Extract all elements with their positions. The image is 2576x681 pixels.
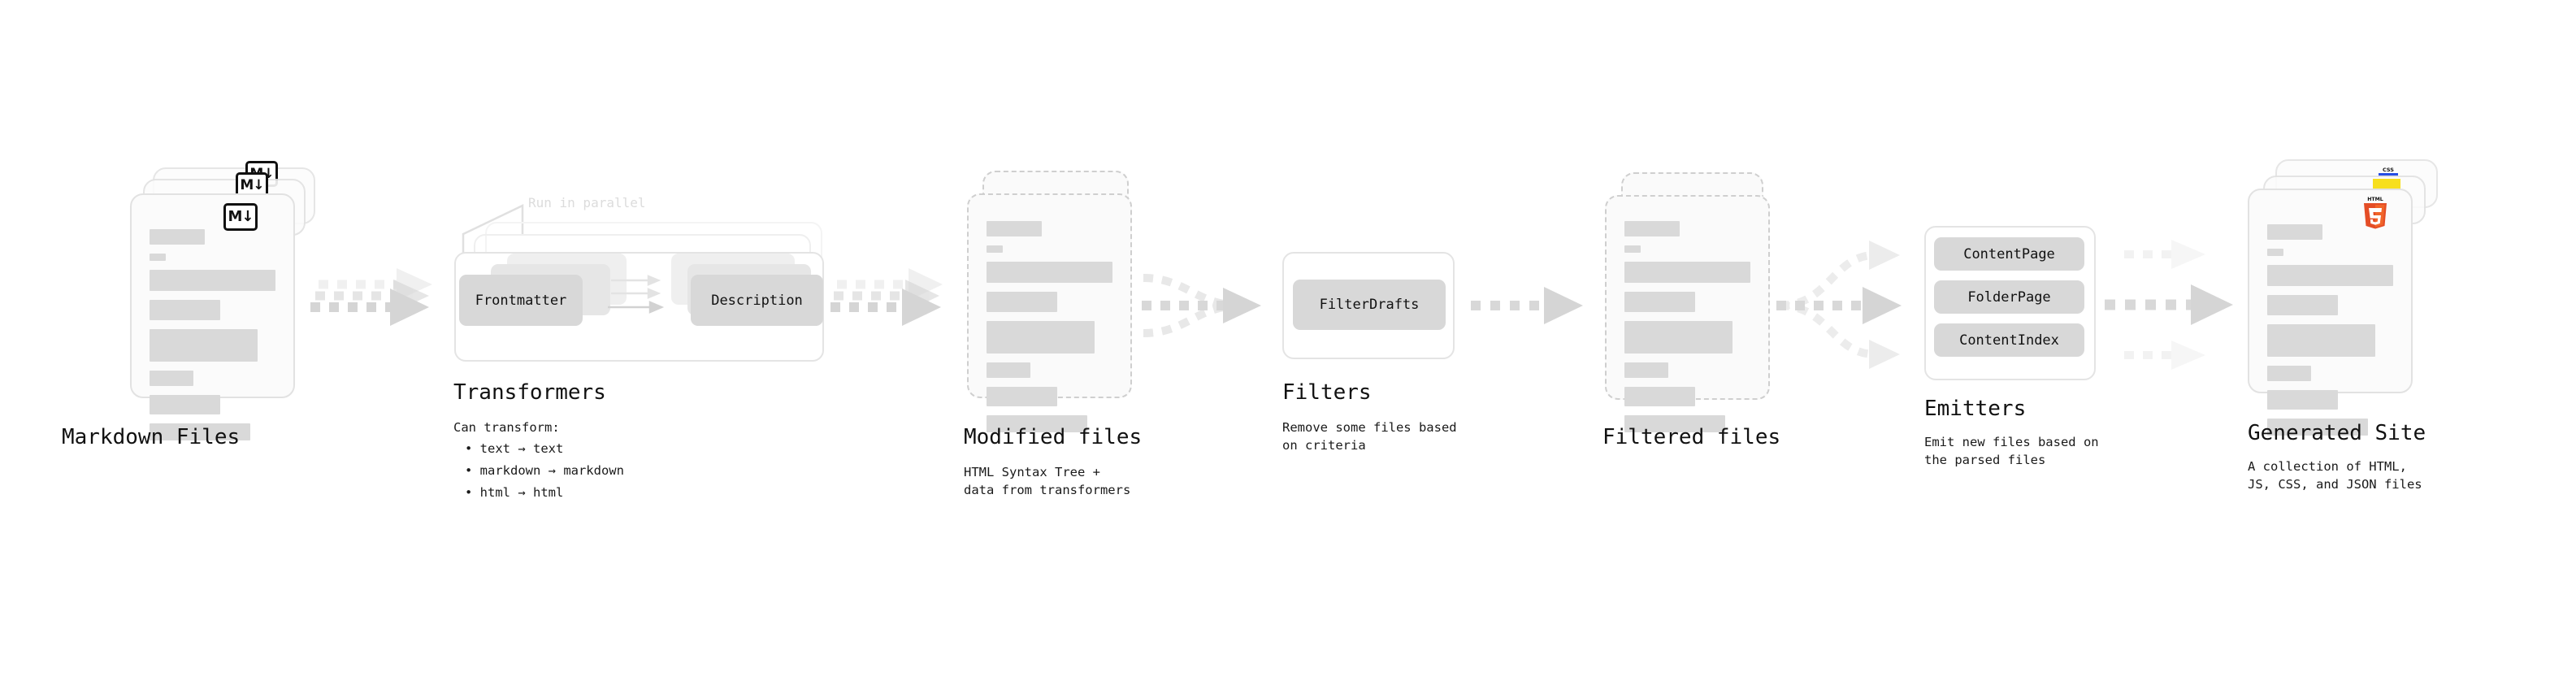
filters-chip-filterdrafts[interactable]: FilterDrafts: [1293, 280, 1446, 330]
css-icon: CSS: [2376, 165, 2400, 176]
content-bar: [2267, 324, 2376, 357]
run-in-parallel-label: Run in parallel: [528, 195, 646, 210]
svg-text:CSS: CSS: [2383, 167, 2394, 173]
filtered-card-content: [1624, 221, 1750, 441]
content-bar: [987, 262, 1112, 283]
svg-text:HTML: HTML: [2367, 197, 2383, 202]
content-bar: [150, 329, 258, 362]
content-bar: [150, 371, 194, 386]
stage-title-markdown-files: Markdown Files: [62, 425, 241, 449]
generated-card-front: [2248, 189, 2413, 436]
filtered-card-front: [1605, 195, 1770, 432]
content-bar: [987, 292, 1057, 312]
content-bar: [1624, 321, 1733, 354]
content-bar: [987, 221, 1043, 236]
content-bar: [987, 415, 1087, 432]
content-bar: [2267, 249, 2284, 256]
transformers-bullet-2: • html → html: [465, 485, 564, 500]
stage-title-generated-site: Generated Site: [2248, 421, 2426, 445]
content-bar: [2267, 295, 2338, 315]
content-bar: [2267, 366, 2312, 381]
content-bar: [2267, 224, 2323, 240]
content-bar: [987, 362, 1031, 378]
content-bar: [1624, 292, 1695, 312]
content-bar: [2267, 390, 2338, 410]
transformers-bullet-0: • text → text: [465, 441, 564, 456]
content-bar: [150, 423, 250, 440]
markdown-icon: M↓: [223, 203, 258, 231]
filters-subtitle: Remove some files based on criteria: [1282, 420, 1457, 453]
generated-site-subtitle: A collection of HTML, JS, CSS, and JSON …: [2248, 459, 2422, 492]
modified-card-front: [967, 193, 1132, 432]
content-bar: [1624, 262, 1750, 283]
emitters-chip-contentpage[interactable]: ContentPage: [1934, 237, 2084, 271]
transformers-chip-frontmatter[interactable]: Frontmatter: [459, 275, 583, 326]
emitters-chip-contentindex[interactable]: ContentIndex: [1934, 323, 2084, 357]
content-bar: [150, 395, 220, 414]
content-bar: [1624, 387, 1695, 406]
content-bar: [1624, 362, 1669, 378]
generated-card-content: [2267, 224, 2393, 445]
content-bar: [1624, 415, 1725, 432]
content-bar: [1624, 221, 1680, 236]
stage-title-filters: Filters: [1282, 380, 1372, 405]
transformers-bullet-1: • markdown → markdown: [465, 463, 624, 478]
stage-title-filtered-files: Filtered files: [1602, 425, 1781, 449]
content-bar: [987, 387, 1057, 406]
content-bar: [150, 229, 206, 245]
emitters-subtitle: Emit new files based on the parsed files: [1924, 435, 2099, 467]
content-bar: [150, 270, 275, 291]
content-bar: [2267, 419, 2368, 436]
markdown-card-content: [150, 229, 275, 449]
stage-title-transformers: Transformers: [453, 380, 606, 405]
content-bar: [987, 321, 1095, 354]
modified-card-content: [987, 221, 1112, 441]
html5-icon: HTML: [2361, 195, 2389, 229]
markdown-card-front: [130, 193, 295, 440]
content-bar: [150, 300, 220, 320]
html5-icon-svg: HTML: [2364, 197, 2387, 229]
stage-title-emitters: Emitters: [1924, 397, 2027, 421]
content-bar: [150, 254, 167, 261]
emitters-chip-folderpage[interactable]: FolderPage: [1934, 280, 2084, 314]
modified-files-subtitle: HTML Syntax Tree + data from transformer…: [964, 465, 1131, 497]
transformers-chip-description[interactable]: Description: [691, 275, 823, 326]
content-bar: [987, 245, 1004, 253]
css-icon-svg: CSS: [2379, 167, 2398, 176]
transformers-subtitle: Can transform:: [453, 420, 560, 435]
content-bar: [1624, 245, 1641, 253]
stage-title-modified-files: Modified files: [964, 425, 1143, 449]
content-bar: [2267, 265, 2393, 286]
